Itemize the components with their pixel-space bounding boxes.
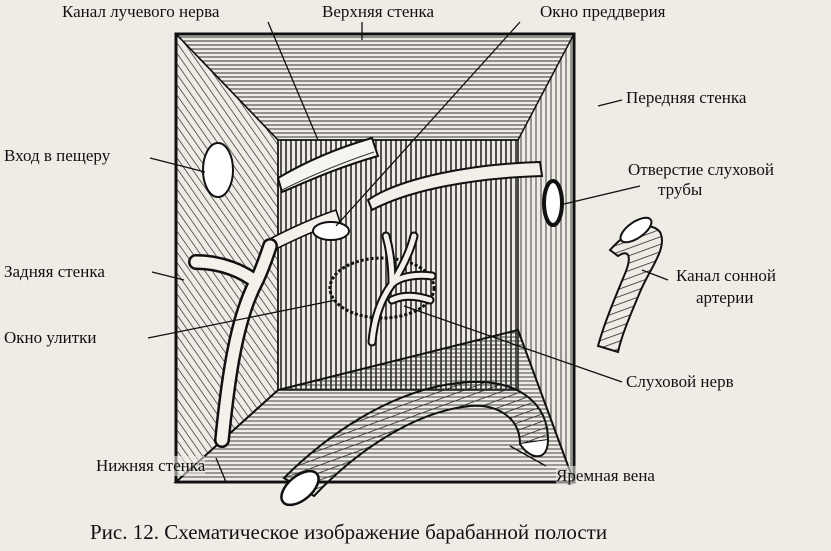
label-upper-wall: Верхняя стенка [322, 2, 435, 22]
label-vestibule-window: Окно преддверия [540, 2, 666, 22]
tube-opening-ring [542, 179, 564, 227]
label-tube-opening-1: Отверстие слуховой [628, 160, 774, 180]
carotid-canal-tube [596, 225, 663, 354]
label-jugular-vein: Яремная вена [556, 466, 655, 486]
cave-entrance-oval [202, 142, 234, 198]
figure-caption: Рис. 12. Схематическое изображение бараб… [90, 520, 608, 544]
label-lower-wall: Нижняя стенка [96, 456, 206, 476]
label-auditory-nerve: Слуховой нерв [626, 372, 734, 392]
vestibule-window-oval [312, 221, 350, 241]
tube-promontory [366, 160, 544, 212]
label-cochlea-window: Окно улитки [4, 328, 97, 348]
label-radial-nerve-canal: Канал лучевого нерва [62, 2, 220, 22]
label-cave-entrance: Вход в пещеру [4, 146, 111, 166]
cochlea-window-ring [328, 256, 436, 320]
label-tube-opening-2: трубы [658, 180, 703, 200]
label-back-wall: Задняя стенка [4, 262, 105, 282]
label-front-wall: Передняя стенка [626, 88, 747, 108]
radial-nerve-canal [276, 136, 380, 194]
label-carotid-canal-1: Канал сонной [676, 266, 777, 286]
leader-lines [147, 21, 669, 483]
label-carotid-canal-2: артерии [696, 288, 754, 308]
